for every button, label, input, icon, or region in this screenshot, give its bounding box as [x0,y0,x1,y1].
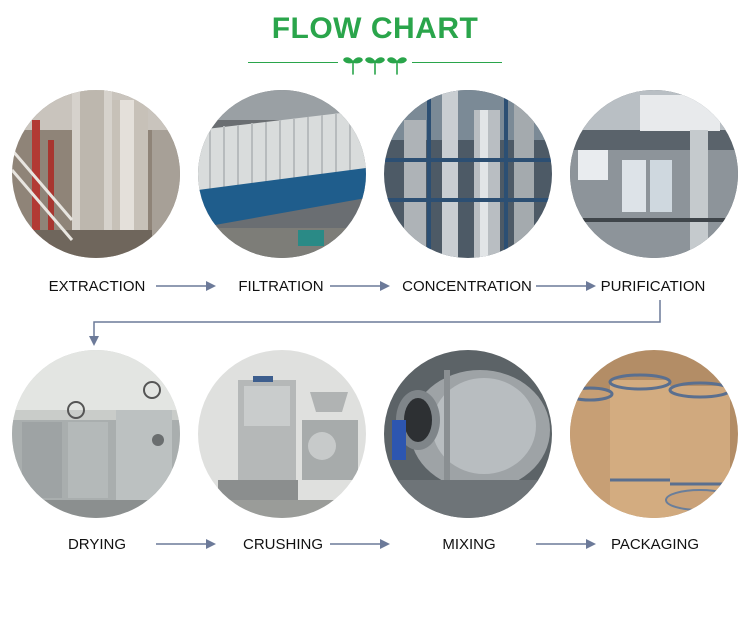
extraction-tanks-photo [12,90,180,258]
flow-chart-title: FLOW CHART [271,12,479,45]
step-label-concentration: CONCENTRATION [402,278,532,295]
mixer-drum-photo [384,350,552,518]
filter-press-photo [198,90,366,258]
step-label-extraction: EXTRACTION [48,278,146,295]
step-label-drying: DRYING [67,536,127,553]
crusher-machine-photo [198,350,366,518]
step-label-packaging: PACKAGING [610,536,700,553]
step-label-mixing: MIXING [442,536,496,553]
arrow-right-icon [330,281,390,291]
sprout-icon [343,57,407,75]
row-connector-arrow [89,300,661,346]
arrow-right-icon [536,281,596,291]
title-rule-left [248,62,338,63]
step-label-filtration: FILTRATION [238,278,324,295]
title-rule-right [412,62,502,63]
step-label-purification: PURIFICATION [600,278,706,295]
vacuum-dryer-photo [12,350,180,518]
fiber-drums-photo [570,350,738,518]
concentration-plant-photo [384,90,552,258]
purification-plant-photo [570,90,738,258]
arrow-right-icon [330,539,390,549]
arrow-right-icon [536,539,596,549]
arrow-right-icon [156,281,216,291]
step-label-crushing: CRUSHING [242,536,323,553]
arrow-right-icon [156,539,216,549]
